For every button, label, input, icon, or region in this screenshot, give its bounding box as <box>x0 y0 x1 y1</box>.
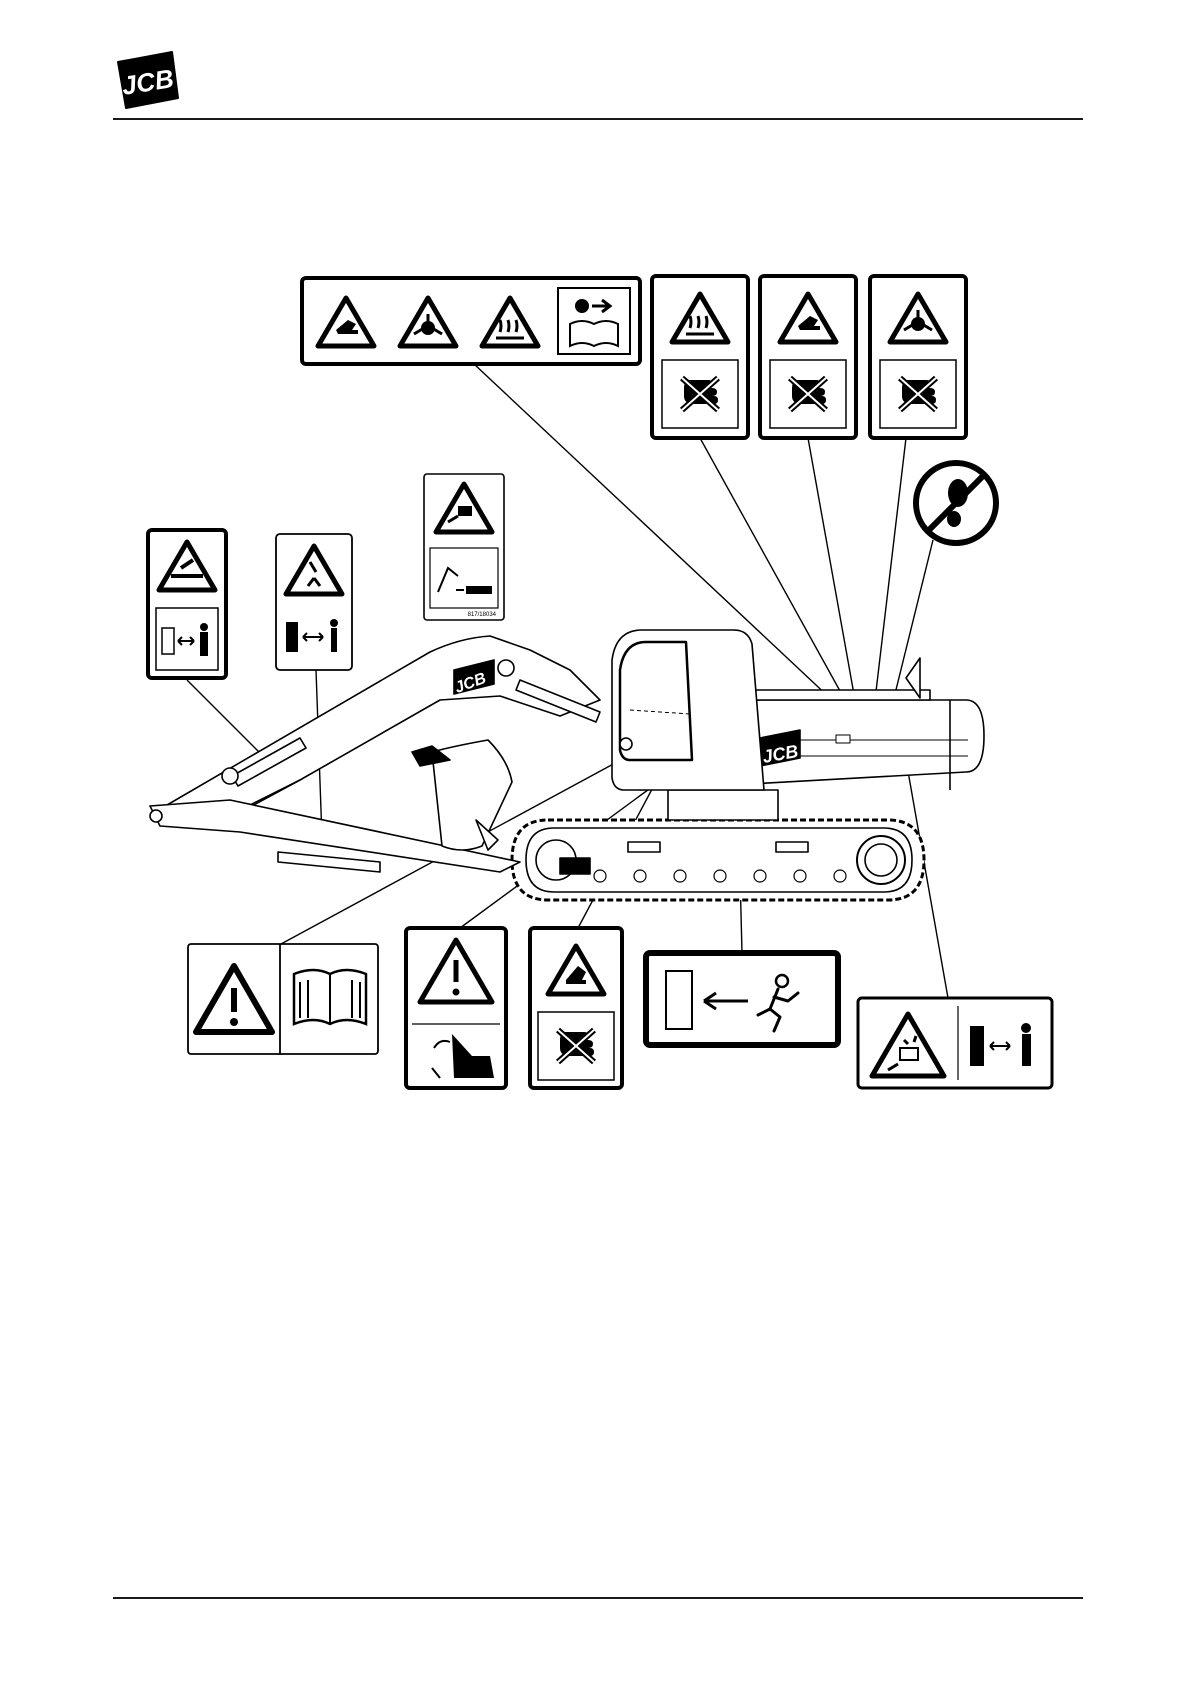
operator-manual-icon <box>294 970 366 1024</box>
decal-emergency-exit <box>646 953 838 1045</box>
decal-crush-keep-distance <box>148 530 226 678</box>
decal-battery-keep-distance <box>858 998 1052 1088</box>
stop-engine-read-manual-icon <box>558 288 630 354</box>
decal-door-crush <box>530 928 622 1088</box>
decal-safety-lever <box>406 928 506 1088</box>
decal-fan-no-hands <box>870 276 966 438</box>
decal-hand-crush-no-hands <box>760 276 856 438</box>
decal-no-step <box>916 463 996 543</box>
decal-falling-keep-distance <box>276 534 352 670</box>
decal-multi-hazard-strip <box>302 278 640 364</box>
decal-read-manual <box>188 944 378 1054</box>
label-part-number: 817/18034 <box>468 612 497 618</box>
decal-hot-surface-no-hands <box>652 276 748 438</box>
excavator-illustration: JCB JCB <box>150 630 984 900</box>
jcb-logo: JCB <box>118 52 178 108</box>
decal-overturn-label: 817/18034 <box>424 474 504 620</box>
